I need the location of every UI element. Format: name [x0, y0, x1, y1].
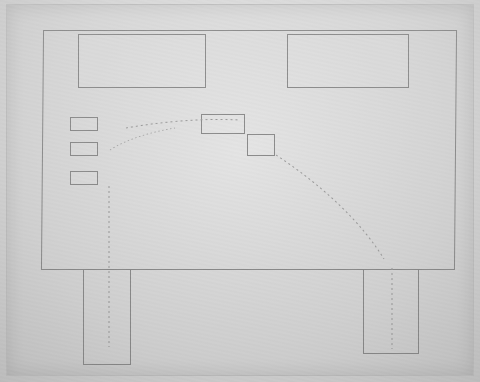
right-support-leg	[363, 269, 419, 354]
left-support-leg	[83, 270, 131, 365]
sketch-box-3	[70, 171, 98, 185]
sketch-box-2	[70, 142, 98, 156]
sketch-box-1	[70, 117, 98, 131]
sketch-title	[140, 10, 360, 26]
sketch-box-5	[247, 134, 275, 156]
sheet-edge	[6, 4, 474, 376]
top-left-panel	[78, 34, 206, 88]
sketch-box-4	[201, 114, 245, 134]
top-right-panel	[287, 34, 409, 88]
